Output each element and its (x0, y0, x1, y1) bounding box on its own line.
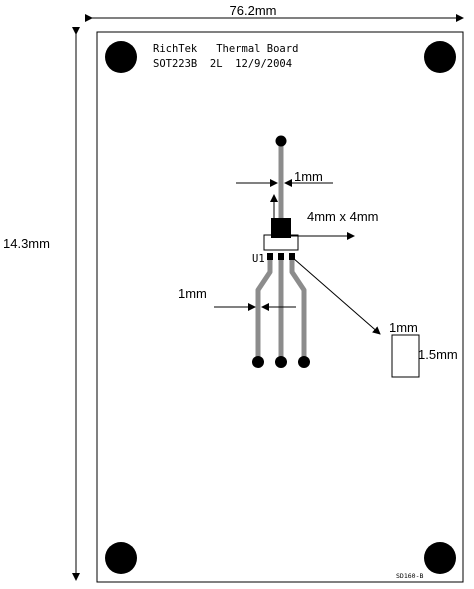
pad-detail-width-label: 1mm (389, 320, 418, 335)
trace-left (255, 255, 273, 365)
component-lead-1 (267, 253, 273, 260)
board-title-line2: SOT223B 2L 12/9/2004 (153, 58, 292, 70)
top-trace-width-annotation: 1mm (236, 169, 333, 187)
pad-bottom-center (275, 356, 287, 368)
trace-right (289, 255, 307, 365)
pad-bottom-right (298, 356, 310, 368)
left-trace-width-annotation: 1mm (178, 286, 296, 311)
pad-detail-arrow (292, 257, 381, 335)
mounting-hole-bottom-right (424, 542, 456, 574)
mounting-hole-top-right (424, 41, 456, 73)
sot223-component: U1 (252, 218, 299, 265)
component-body-outline (263, 234, 299, 251)
pad-detail-annotation: 1mm 1.5mm (292, 257, 458, 378)
pad-detail-box (391, 334, 420, 378)
board-title-line1: RichTek Thermal Board (153, 43, 298, 55)
component-lead-2 (278, 253, 284, 260)
component-lead-3 (289, 253, 295, 260)
traces (255, 138, 307, 365)
pad-size-label: 4mm x 4mm (307, 209, 379, 224)
height-dimension: 14.3mm (3, 27, 80, 581)
width-dimension: 76.2mm (85, 3, 464, 22)
component-label: U1 (252, 253, 265, 265)
thermal-pad (271, 218, 291, 238)
top-trace-width-label: 1mm (294, 169, 323, 184)
pad-top (275, 135, 287, 147)
width-dimension-label: 76.2mm (230, 3, 277, 18)
pad-bottom-left (252, 356, 264, 368)
pad-size-annotation: 4mm x 4mm (270, 194, 379, 240)
mounting-hole-top-left (105, 41, 137, 73)
pad-detail-height-label: 1.5mm (418, 347, 458, 362)
mounting-hole-bottom-left (105, 542, 137, 574)
left-trace-width-label: 1mm (178, 286, 207, 301)
part-code: SD160-B (396, 572, 423, 580)
height-dimension-label: 14.3mm (3, 236, 50, 251)
